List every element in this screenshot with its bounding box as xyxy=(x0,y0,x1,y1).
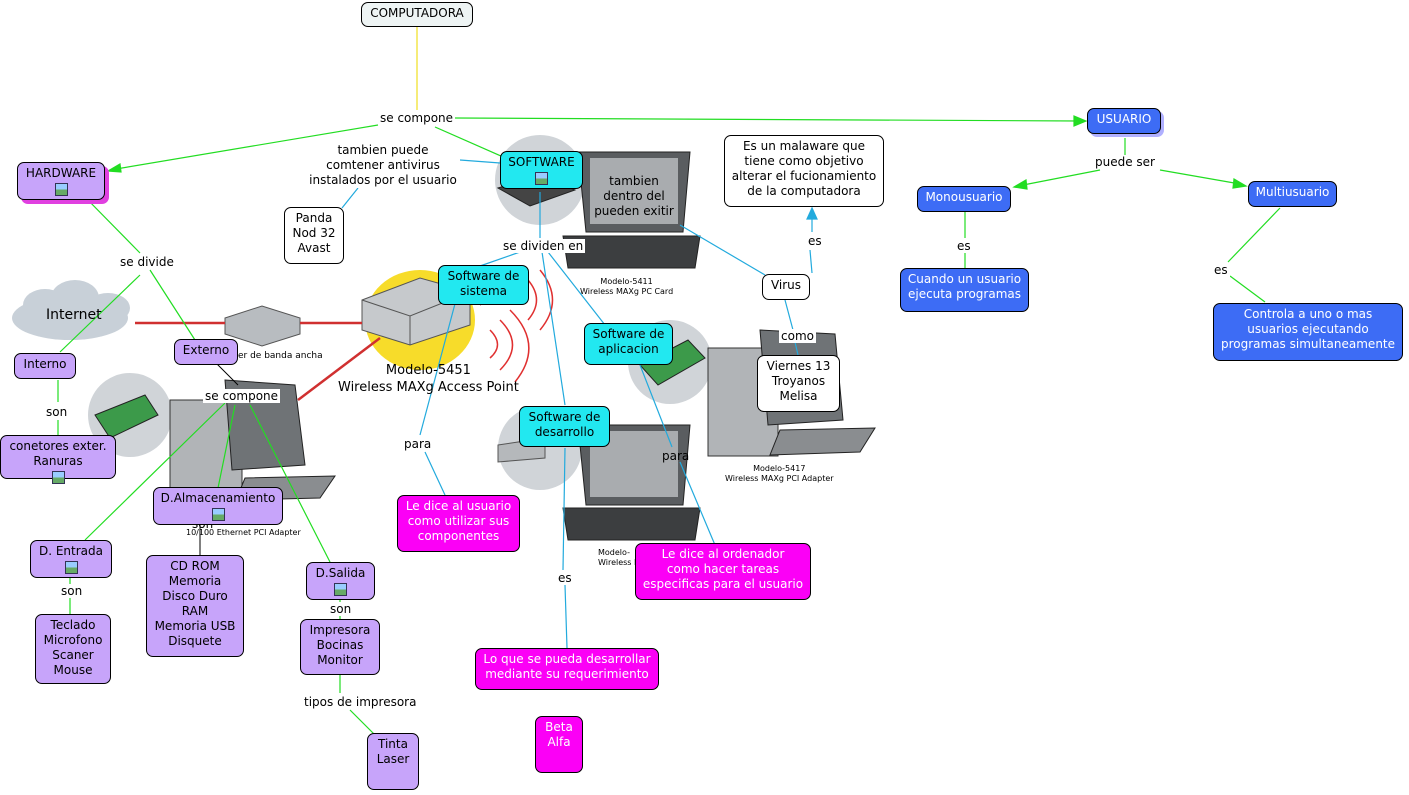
node-multi-desc[interactable]: Controla a uno o mas usuarios ejecutando… xyxy=(1213,303,1403,361)
node-interno[interactable]: Interno xyxy=(14,353,76,379)
label-es-virus: es xyxy=(806,234,824,248)
cyan-links xyxy=(341,159,818,649)
internet-label: Internet xyxy=(46,307,102,323)
node-computadora[interactable]: COMPUTADORA xyxy=(361,2,473,27)
node-sw-sistema[interactable]: Software de sistema xyxy=(438,265,529,305)
node-almacen-list[interactable]: CD ROM Memoria Disco Duro RAM Memoria US… xyxy=(146,555,244,657)
black-link-externo xyxy=(214,361,239,386)
image-icon[interactable] xyxy=(334,583,347,596)
node-almacenamiento[interactable]: D.Almacenamiento xyxy=(153,487,283,525)
caption-router-small: er de banda ancha xyxy=(238,351,323,361)
label-puede-ser: puede ser xyxy=(1093,155,1157,169)
node-beta-alfa[interactable]: Beta Alfa xyxy=(535,716,583,773)
node-desarrollo-desc[interactable]: Lo que se pueda desarrollar mediante su … xyxy=(475,648,659,690)
label-es-multi: es xyxy=(1212,263,1230,277)
laptop-note: tambien dentro del pueden exitir xyxy=(594,174,674,218)
node-hardware[interactable]: HARDWARE xyxy=(17,162,105,200)
node-antivirus-note: tambien puede comtener antivirus instala… xyxy=(306,143,460,188)
label-tipos-impresora: tipos de impresora xyxy=(302,695,419,709)
node-entrada[interactable]: D. Entrada xyxy=(30,540,112,578)
node-externo[interactable]: Externo xyxy=(174,339,238,365)
node-conectores[interactable]: conetores exter. Ranuras xyxy=(0,435,116,484)
node-entrada-list[interactable]: Teclado Microfono Scaner Mouse xyxy=(35,614,111,684)
label-se-dividen-en: se dividen en xyxy=(501,239,586,253)
node-aplicacion-desc[interactable]: Le dice al ordenador como hacer tareas e… xyxy=(635,543,811,600)
caption-laptop-bottom: Modelo-Wireless MAXg U xyxy=(598,548,666,567)
label-como: como xyxy=(779,329,816,343)
image-icon[interactable] xyxy=(54,183,68,196)
node-mono-desc[interactable]: Cuando un usuario ejecuta programas xyxy=(900,268,1029,312)
label-es-desarrollo: es xyxy=(556,571,574,585)
node-tinta-laser[interactable]: Tinta Laser xyxy=(367,733,419,790)
image-icon[interactable] xyxy=(51,471,65,484)
label-son-salida: son xyxy=(328,602,354,616)
node-sistema-desc[interactable]: Le dice al usuario como utilizar sus com… xyxy=(397,495,520,552)
internet-cloud xyxy=(12,280,130,340)
node-malware[interactable]: Es un malaware que tiene como objetivo a… xyxy=(724,135,884,207)
image-icon[interactable] xyxy=(64,561,78,574)
label-se-compone-externo: se compone xyxy=(203,389,281,403)
image-icon[interactable] xyxy=(535,172,548,185)
network-links xyxy=(135,321,381,401)
label-son-interno: son xyxy=(44,405,70,419)
label-es-mono: es xyxy=(955,239,973,253)
node-antivirus-list[interactable]: Panda Nod 32 Avast xyxy=(284,207,344,264)
small-router-image xyxy=(224,305,301,347)
label-son-entrada: son xyxy=(59,584,85,598)
label-para-aplicacion: para xyxy=(662,449,690,463)
node-software[interactable]: SOFTWARE xyxy=(500,151,583,189)
node-salida[interactable]: D.Salida xyxy=(306,562,375,600)
node-virus[interactable]: Virus xyxy=(762,274,810,300)
label-se-divide: se divide xyxy=(118,255,176,269)
green-links xyxy=(57,115,1281,736)
node-monousuario[interactable]: Monousuario xyxy=(917,186,1011,212)
laptop-top-image xyxy=(496,151,701,269)
node-usuario[interactable]: USUARIO xyxy=(1087,108,1161,134)
node-multiusuario[interactable]: Multiusuario xyxy=(1248,181,1337,207)
node-virus-list[interactable]: Viernes 13 Troyanos Melisa xyxy=(757,355,840,412)
label-se-compone: se compone xyxy=(378,111,456,125)
wireless-arcs xyxy=(479,269,554,383)
node-sw-aplicacion[interactable]: Software de aplicacion xyxy=(584,323,673,365)
node-salida-list[interactable]: Impresora Bocinas Monitor xyxy=(300,619,380,675)
image-icon[interactable] xyxy=(211,508,225,521)
node-sw-desarrollo[interactable]: Software de desarrollo xyxy=(519,406,610,447)
label-para-sistema: para xyxy=(402,437,434,451)
